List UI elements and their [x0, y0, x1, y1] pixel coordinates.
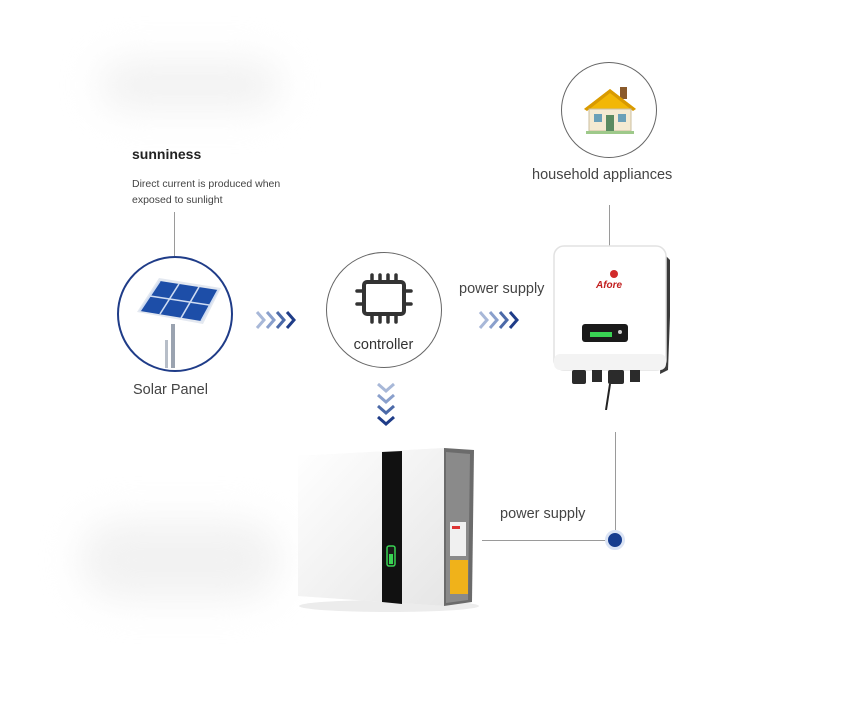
- connector-line: [174, 212, 175, 256]
- flow-arrow-controller-to-inverter: [478, 308, 526, 337]
- power-supply-label-top: power supply: [459, 281, 545, 297]
- household-circle: [561, 62, 657, 158]
- solar-panel-label: Solar Panel: [133, 382, 208, 398]
- inverter-brand-logo: Afore: [596, 280, 623, 291]
- sunniness-description: Direct current is produced when exposed …: [132, 178, 281, 206]
- background-blob: [80, 520, 280, 600]
- connector-line: [609, 205, 610, 247]
- background-blob: [100, 60, 280, 110]
- battery-device: [294, 446, 484, 614]
- controller-circle: controller: [326, 252, 442, 368]
- junction-dot: [605, 530, 625, 550]
- flow-arrow-solar-to-controller: [255, 308, 303, 337]
- power-supply-label-bottom: power supply: [500, 506, 586, 522]
- house-icon: [584, 87, 636, 134]
- sunniness-title: sunniness: [132, 146, 202, 162]
- solar-panel-icon: [137, 278, 221, 368]
- solar-panel-circle: [117, 256, 233, 372]
- connector-line: [615, 432, 616, 538]
- flow-arrow-controller-to-battery: [374, 382, 398, 437]
- chip-icon: [355, 273, 413, 324]
- inverter-device: Afore: [550, 244, 672, 411]
- controller-label: controller: [353, 337, 414, 353]
- connector-line: [482, 540, 610, 541]
- household-label: household appliances: [532, 167, 673, 183]
